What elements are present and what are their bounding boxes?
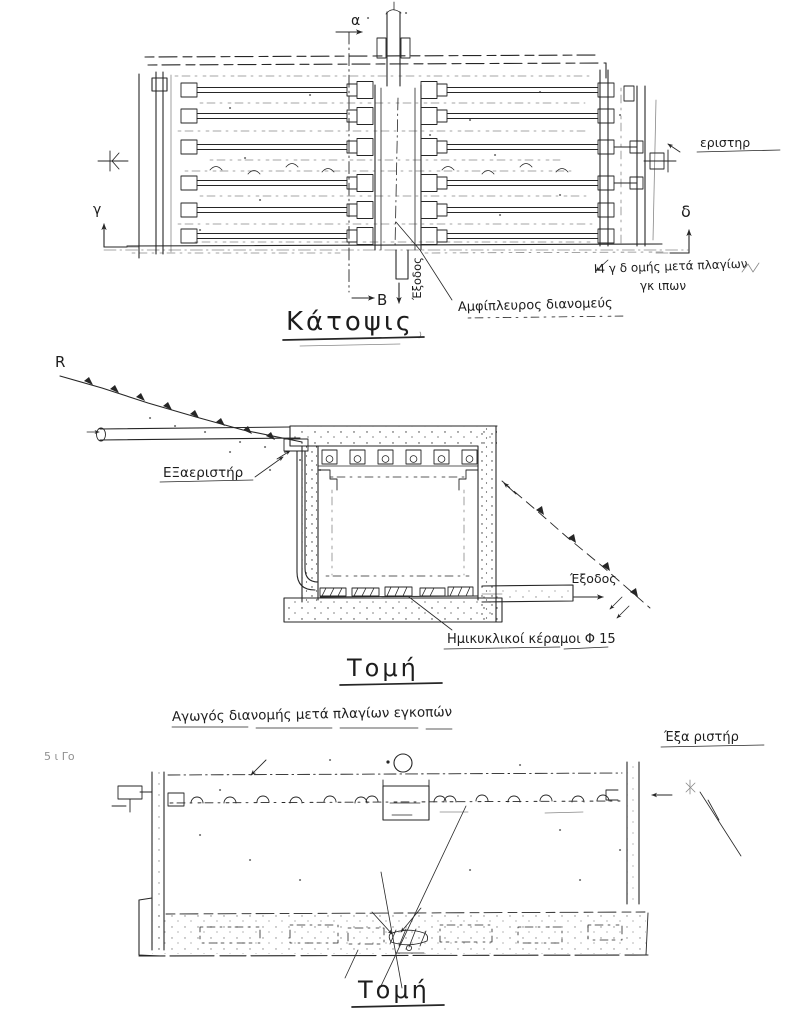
section-marker-gamma: γ bbox=[93, 202, 101, 218]
mid-exit-label: Έξοδος bbox=[569, 571, 617, 586]
section-marker-alpha: α bbox=[351, 13, 360, 29]
plan-outlet-label: Έξοδος bbox=[410, 257, 424, 301]
mid-crenellation-row bbox=[317, 449, 479, 467]
section-marker-delta: δ bbox=[681, 202, 691, 221]
bottom-vent-note: Έξα ριστήρ bbox=[660, 730, 765, 748]
bottom-caption-group: Τομή bbox=[351, 976, 445, 1008]
mid-ground-slope-right bbox=[501, 480, 651, 609]
mid-section-drawing: R bbox=[55, 353, 651, 686]
bottom-conduit-note: Αγωγός διανομής μετά πλαγίων εγκοπών bbox=[171, 704, 453, 730]
bottom-stray-marks: 5 ι Γο bbox=[44, 750, 75, 763]
mid-vent-label: ΕΞαεριστήρ bbox=[163, 465, 243, 481]
plan-pipe-runs bbox=[174, 75, 644, 245]
plan-vent-label: εριστηρ bbox=[700, 135, 750, 150]
bottom-conduit-label: Αγωγός διανομής μετά πλαγίων εγκοπών bbox=[172, 704, 453, 725]
plan-outlet: Έξοδος bbox=[396, 257, 424, 304]
section-marker-beta: Β bbox=[377, 291, 387, 309]
bottom-distribution-channel bbox=[167, 779, 621, 821]
bottom-slab-tiles bbox=[198, 758, 623, 954]
mid-exit-pipe bbox=[481, 584, 574, 603]
plan-side-note-line1: Ι4 γ δ ομής μετά πλαγίων bbox=[594, 257, 748, 276]
bottom-vent-label: Έξα ριστήρ bbox=[663, 730, 739, 745]
plan-left-fitting bbox=[97, 150, 129, 172]
plan-side-note: Ι4 γ δ ομής μετά πλαγίων γκ ιπων bbox=[594, 257, 760, 293]
section-line-gamma-delta: γ δ bbox=[93, 202, 692, 254]
bottom-top-chord bbox=[167, 753, 623, 776]
mid-vent-note: ΕΞαεριστήρ bbox=[159, 450, 291, 483]
plan-view-drawing: Έξοδος α Β γ δ εριστηρ bbox=[93, 1, 781, 347]
plan-distributor-label: Αμφίπλευρος διανομεύς bbox=[458, 296, 613, 315]
bottom-leader-lines bbox=[344, 805, 467, 989]
mid-tiles-label: Ημικυκλικοί κέραμοι Φ 15 bbox=[447, 632, 616, 647]
bottom-right-fitting bbox=[605, 779, 742, 857]
mid-tank-structure bbox=[283, 425, 503, 623]
plan-distributor-note: Αμφίπλευρος διανομεύς bbox=[458, 296, 627, 319]
mid-caption-group: Τομή bbox=[339, 654, 443, 686]
mid-ground-label: R bbox=[55, 353, 65, 371]
mid-inlet-pipe bbox=[86, 426, 309, 452]
plan-caption: Κάτοψις bbox=[286, 307, 414, 337]
bottom-section-drawing: Αγωγός διανομής μετά πλαγίων εγκοπών Έξα… bbox=[44, 704, 765, 1008]
bottom-caption: Τομή bbox=[357, 976, 430, 1004]
plan-caption-group: Κάτοψις bbox=[282, 307, 425, 347]
plan-right-fitting bbox=[643, 143, 681, 173]
plan-central-distributor bbox=[366, 1, 453, 301]
mid-cavity-detail bbox=[317, 469, 479, 598]
plan-vent-note: εριστηρ bbox=[696, 135, 781, 153]
section-line-alpha-beta: α Β bbox=[335, 13, 387, 309]
mid-exit-note: Έξοδος bbox=[569, 571, 630, 619]
mid-tiles-note: Ημικυκλικοί κέραμοι Φ 15 bbox=[408, 596, 616, 650]
bottom-left-fitting bbox=[111, 759, 267, 813]
mid-caption: Τομή bbox=[346, 654, 419, 682]
mid-ground-slope-left: R bbox=[55, 353, 322, 472]
plan-tank-boundary bbox=[103, 54, 689, 259]
plan-side-note-line2: γκ ιπων bbox=[640, 279, 686, 293]
